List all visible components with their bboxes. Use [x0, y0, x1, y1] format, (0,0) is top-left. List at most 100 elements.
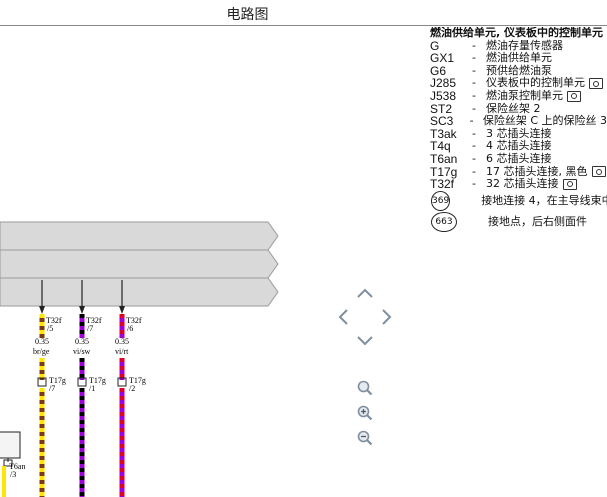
legend-item-code: T4q [430, 139, 451, 154]
chevron-down-icon [357, 336, 373, 346]
bus-band-3 [0, 277, 279, 307]
wire-3-conn-bottom: T17g [129, 376, 146, 385]
ground-point-item: 369 接地连接 4，在主导线束中 [430, 191, 607, 212]
zoom-fit-button[interactable] [357, 380, 373, 396]
ground-number-badge: 663 [431, 212, 457, 233]
chevron-up-icon [357, 288, 373, 298]
bus-band-2 [0, 249, 279, 279]
magnifier-icon [357, 380, 373, 396]
legend-item-desc: 燃油存量传感器 [486, 38, 563, 52]
pan-down-button[interactable] [356, 334, 374, 348]
legend-item-code: T32f [430, 177, 455, 192]
wire-1[interactable]: T32f /5 0.35 br/ge T17g /7 [33, 280, 66, 497]
legend-item-desc: 燃油供给单元 [486, 51, 552, 65]
legend-item-desc: 6 芯插头连接 [486, 151, 552, 165]
legend-item: J285 -仪表板中的控制单元 [430, 77, 607, 90]
title-divider [0, 25, 607, 26]
bus-bar [0, 221, 279, 307]
legend-item-code: G [430, 38, 440, 53]
legend-item-desc: 燃油泵控制单元 [486, 88, 563, 102]
page-title: 电路图 [226, 7, 269, 23]
wire-2-color: vi/sw [73, 347, 91, 356]
legend-item: T3ak-3 芯插头连接 [430, 126, 607, 141]
legend-item-desc: 32 芯插头连接 [486, 177, 559, 191]
legend-item-code: J538 [430, 88, 457, 103]
camera-icon[interactable] [567, 90, 581, 102]
legend-item: G -燃油存量传感器 [430, 38, 607, 53]
legend-item-dash: - [469, 114, 474, 128]
ground-number-badge: 369 [431, 191, 451, 212]
legend-item: T17g-17 芯插头连接, 黑色 [430, 164, 607, 179]
legend-item-desc: 17 芯插头连接, 黑色 [486, 164, 588, 178]
wire-2-size: 0.35 [75, 337, 89, 346]
connector-t6an-pin: /3 [10, 470, 16, 479]
legend-item-dash: - [472, 76, 476, 90]
legend-item-code: J285 [430, 76, 457, 91]
ground-point-item: 663 接地点，后右侧面件 [430, 212, 607, 233]
legend-item-dash: - [472, 51, 476, 65]
wire-1-color: br/ge [33, 347, 50, 356]
legend-item-desc: 仪表板中的控制单元 [486, 76, 585, 90]
zoom-in-icon [357, 405, 373, 421]
bus-band-1 [0, 221, 279, 251]
zoom-out-button[interactable] [357, 430, 373, 446]
legend-item-desc: 3 芯插头连接 [486, 126, 552, 140]
wire-1-pin-bottom: /7 [49, 384, 55, 393]
wire-3[interactable]: T32f /6 0.35 vi/rt T17g /2 [115, 280, 146, 497]
wire-3-pin-bottom: /2 [129, 384, 135, 393]
wire-3-conn-top: T32f [126, 316, 142, 325]
wire-1-size: 0.35 [35, 337, 49, 346]
legend-item: GX1 -燃油供给单元 [430, 52, 607, 65]
legend-item-code: T6an [430, 151, 458, 166]
wire-1-conn-top: T32f [46, 316, 62, 325]
legend-item: G6 -预供给燃油泵 [430, 63, 607, 78]
ground-point-desc: 接地连接 4，在主导线束中 [481, 193, 607, 207]
legend-item-dash: - [472, 88, 476, 102]
legend-item-desc: 保险丝架 2 [486, 101, 541, 115]
ground-point-desc: 接地点，后右侧面件 [488, 214, 587, 228]
zoom-out-icon [357, 430, 373, 446]
component-box-left: T6an /3 [0, 431, 25, 497]
camera-icon[interactable] [591, 166, 606, 178]
legend-item-dash: - [472, 38, 476, 52]
legend-item-desc: 4 芯插头连接 [486, 139, 552, 153]
legend-item-code: SC3 [430, 114, 454, 129]
legend-item-dash: - [472, 101, 476, 115]
connector-t6an-label: T6an [9, 462, 25, 471]
zoom-in-button[interactable] [357, 405, 373, 421]
camera-icon[interactable] [589, 78, 603, 90]
legend-item-dash: - [472, 177, 476, 191]
legend-item-dash: - [472, 151, 476, 165]
legend-item-dash: - [472, 164, 476, 178]
wire-2-conn-bottom: T17g [89, 376, 106, 385]
legend-item-dash: - [472, 126, 476, 140]
legend-item-dash: - [472, 139, 476, 153]
wire-3-color: vi/rt [115, 347, 129, 356]
chevron-right-icon [382, 309, 392, 325]
pan-left-button[interactable] [336, 308, 350, 326]
legend-item-desc: 保险丝架 C 上的保险丝 3 [482, 114, 607, 128]
legend-header: 燃油供给单元, 仪表板中的控制单元 [430, 27, 604, 39]
wire-2-conn-top: T32f [86, 316, 102, 325]
pan-right-button[interactable] [380, 308, 394, 326]
legend-item: J538 -燃油泵控制单元 [430, 88, 607, 103]
legend-item: T32f -32 芯插头连接 [430, 178, 607, 191]
camera-icon[interactable] [562, 178, 577, 190]
wire-1-conn-bottom: T17g [49, 376, 66, 385]
legend-item-code: ST2 [430, 101, 453, 116]
wire-2-pin-bottom: /1 [89, 384, 95, 393]
legend-item-code: G6 [430, 63, 447, 78]
wire-3-pin-top: /6 [127, 324, 133, 333]
legend-item: ST2 -保险丝架 2 [430, 101, 607, 116]
legend-item: SC3 -保险丝架 C 上的保险丝 3 [430, 115, 607, 128]
wire-2-pin-top: /7 [87, 324, 93, 333]
legend-item-desc: 预供给燃油泵 [486, 63, 552, 77]
wire-3-size: 0.35 [115, 337, 129, 346]
wire-2[interactable]: T32f /7 0.35 vi/sw T17g /1 [73, 280, 106, 497]
legend-item-dash: - [472, 63, 476, 77]
legend-item-code: GX1 [430, 51, 455, 66]
legend-item-code: T17g [430, 164, 458, 179]
chevron-left-icon [338, 309, 348, 325]
pan-up-button[interactable] [356, 286, 374, 300]
